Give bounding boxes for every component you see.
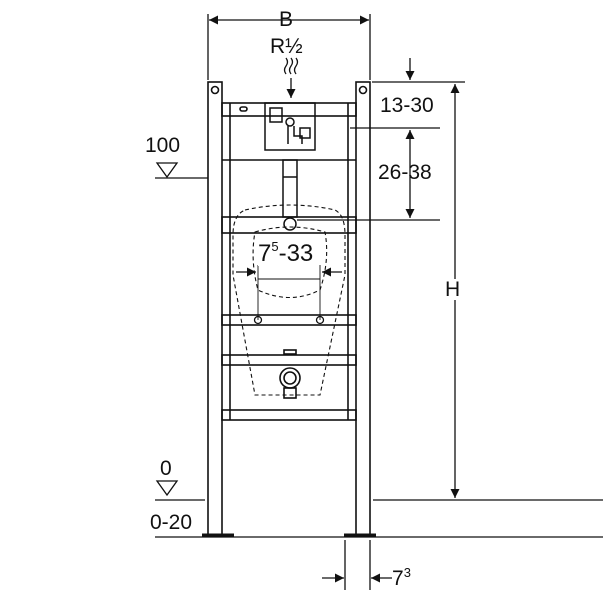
floor-build-up-label: 0-20 [150,511,193,534]
post-depth-dimension [322,540,392,590]
fixing-spacing-sup: 5 [271,239,279,254]
drain-outlet [279,349,301,399]
level-markers [155,162,603,538]
height-label: H [445,278,461,301]
width-label: B [279,8,294,31]
water-supply-icon [283,57,299,98]
top-offset-label: 13-30 [380,94,434,117]
post-depth-label: 73 [392,565,411,590]
fixing-spacing-dimension [236,265,342,325]
fixing-spacing-base: 7 [258,240,272,267]
offset-dimensions [297,58,440,221]
frame-posts [202,81,376,537]
fixing-spacing-label: 75-33 [258,239,314,267]
valve-offset-label: 26-38 [378,161,432,184]
fixing-spacing-rest: -33 [278,240,314,267]
width-dimension [207,14,371,80]
floor-level-label: 0 [160,457,172,480]
connection-label: R½ [270,35,303,58]
reference-level-label: 100 [145,134,181,157]
post-depth-base: 7 [392,567,404,590]
post-depth-sup: 3 [403,565,411,580]
flush-control-unit [264,102,316,231]
